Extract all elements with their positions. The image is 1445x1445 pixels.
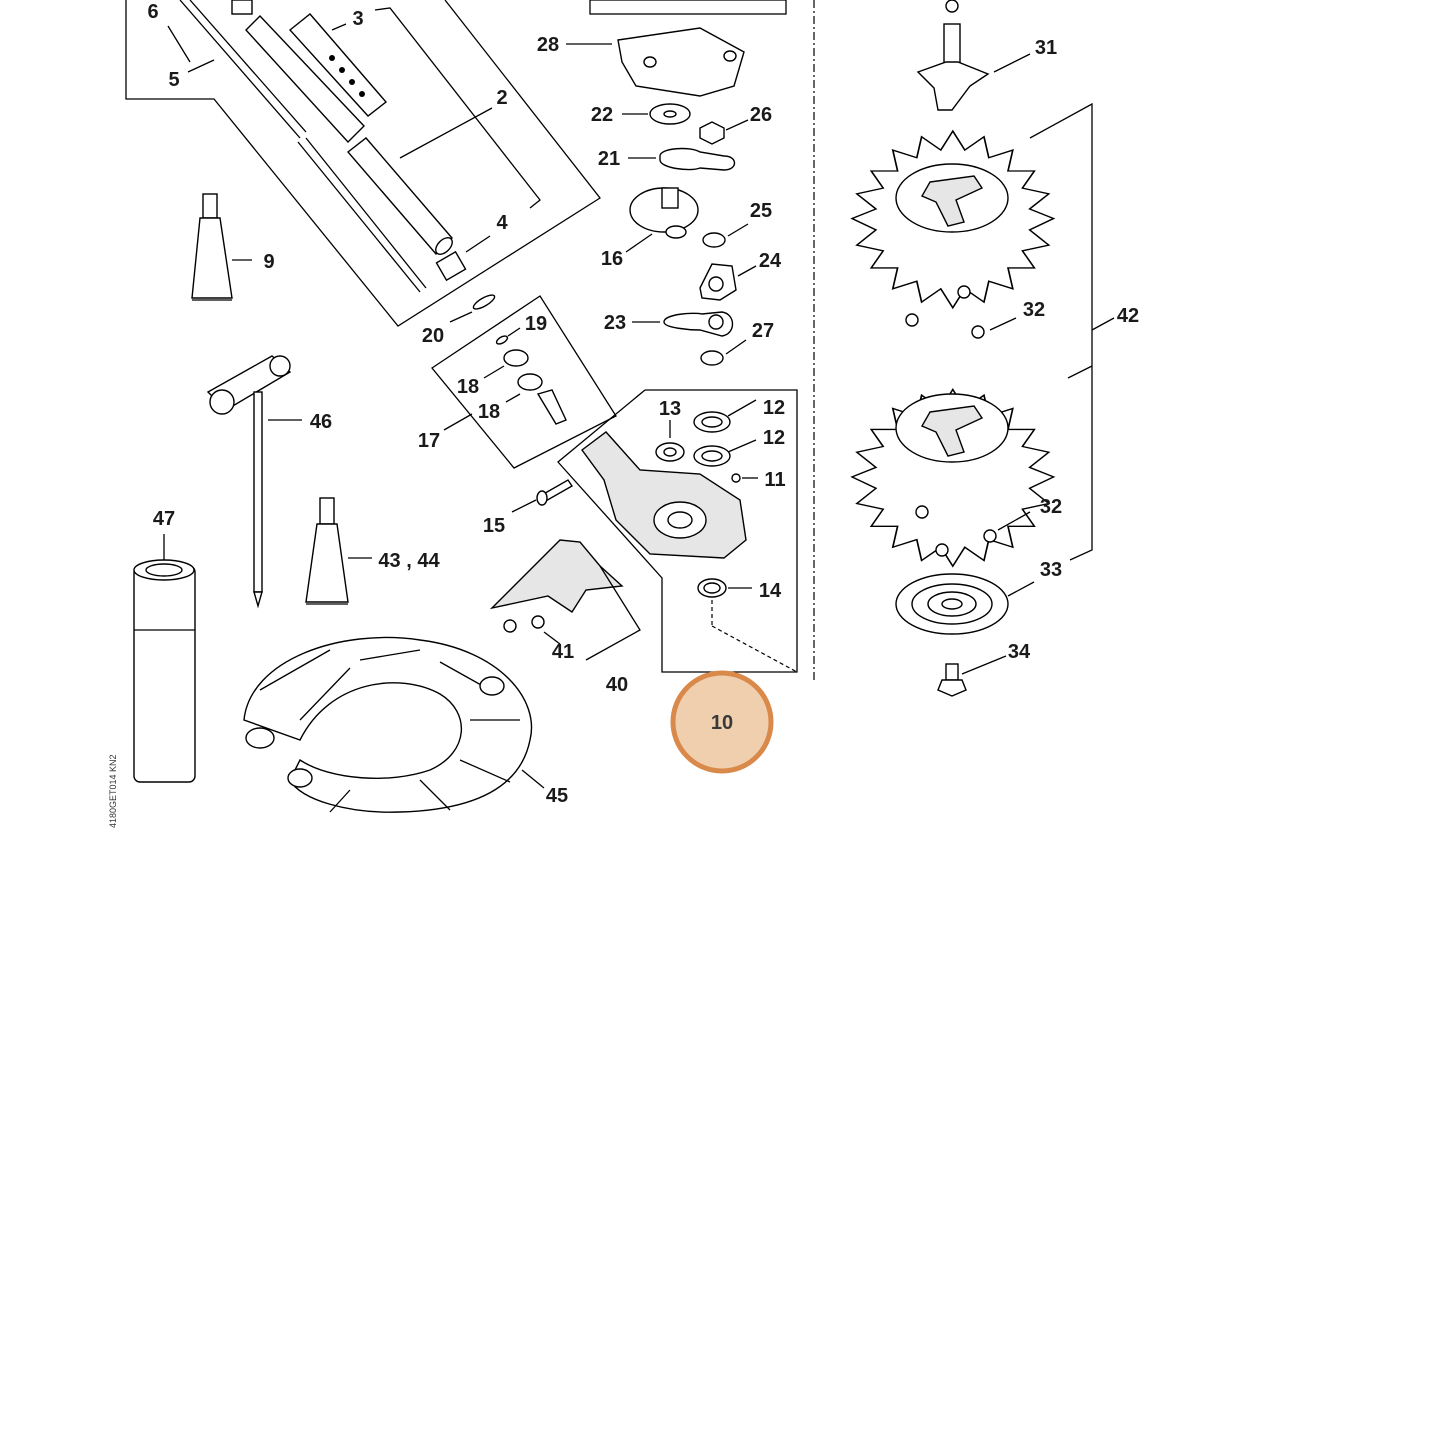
part-blade-lower[interactable] (850, 388, 1056, 568)
callout-42: 42 (1117, 305, 1139, 327)
callout-6: 6 (147, 1, 158, 23)
callout-46: 46 (310, 411, 332, 433)
part-tube[interactable] (245, 14, 455, 257)
callout-5: 5 (168, 69, 179, 91)
callout-25: 25 (750, 200, 772, 222)
blade-assembly (850, 0, 1115, 697)
doc-code-text: 4180GET014 KN2 (108, 754, 118, 828)
part-gear-lubricant[interactable] (305, 497, 372, 605)
callout-27: 27 (752, 320, 774, 342)
callout-33: 33 (1040, 559, 1062, 581)
part-bushing[interactable] (435, 250, 467, 282)
callout-47: 47 (153, 508, 175, 530)
callout-32-a: 32 (1023, 299, 1045, 321)
callout-20: 20 (422, 325, 444, 347)
callout-22: 22 (591, 104, 613, 126)
callout-21: 21 (598, 148, 620, 170)
callout-2: 2 (496, 87, 507, 109)
callout-12-a: 12 (763, 397, 785, 419)
callout-19: 19 (525, 313, 547, 335)
callout-16: 16 (601, 248, 623, 270)
callout-13: 13 (659, 398, 681, 420)
part-decal[interactable] (288, 13, 388, 117)
callout-12-b: 12 (763, 427, 785, 449)
highlight-marker[interactable]: 10 (670, 670, 774, 774)
callout-3: 3 (352, 8, 363, 30)
callout-10: 10 (711, 712, 733, 734)
callout-17: 17 (418, 430, 440, 452)
part-spray-can[interactable] (133, 534, 196, 783)
callout-4: 4 (496, 212, 508, 234)
callout-34: 34 (1008, 641, 1031, 663)
callout-31: 31 (1035, 37, 1057, 59)
callout-24: 24 (759, 250, 782, 272)
callout-23: 23 (604, 312, 626, 334)
callout-40: 40 (606, 674, 628, 696)
callout-labels: 6 5 3 2 4 9 20 19 18 18 17 46 47 43 , 44… (147, 1, 1139, 807)
part-guard[interactable] (243, 636, 545, 813)
document-code: 4180GET014 KN2 (108, 754, 118, 828)
callout-41: 41 (552, 641, 574, 663)
part-blade-upper[interactable] (850, 129, 1056, 310)
callout-9: 9 (263, 251, 274, 273)
part-bevel-gear-group (431, 294, 617, 469)
part-grease-tube[interactable] (191, 193, 252, 301)
callout-15: 15 (483, 515, 505, 537)
callout-18-b: 18 (478, 401, 500, 423)
callout-28: 28 (537, 34, 559, 56)
part-deflector[interactable] (489, 539, 641, 661)
callout-18-a: 18 (457, 376, 479, 398)
callout-45: 45 (546, 785, 568, 807)
callout-32-b: 32 (1040, 496, 1062, 518)
part-wrench[interactable] (206, 355, 302, 609)
callout-14: 14 (759, 580, 782, 602)
center-column-parts (566, 0, 815, 680)
part-screw[interactable] (511, 479, 573, 513)
part-gasket (617, 27, 745, 97)
callout-43-44: 43 , 44 (378, 550, 440, 572)
callout-11: 11 (764, 469, 785, 491)
part-thrust-plate[interactable] (895, 573, 1009, 635)
part-nut[interactable] (937, 663, 967, 697)
shaft-assembly (125, 0, 601, 327)
callout-26: 26 (750, 104, 772, 126)
gear-housing-group (557, 389, 798, 700)
